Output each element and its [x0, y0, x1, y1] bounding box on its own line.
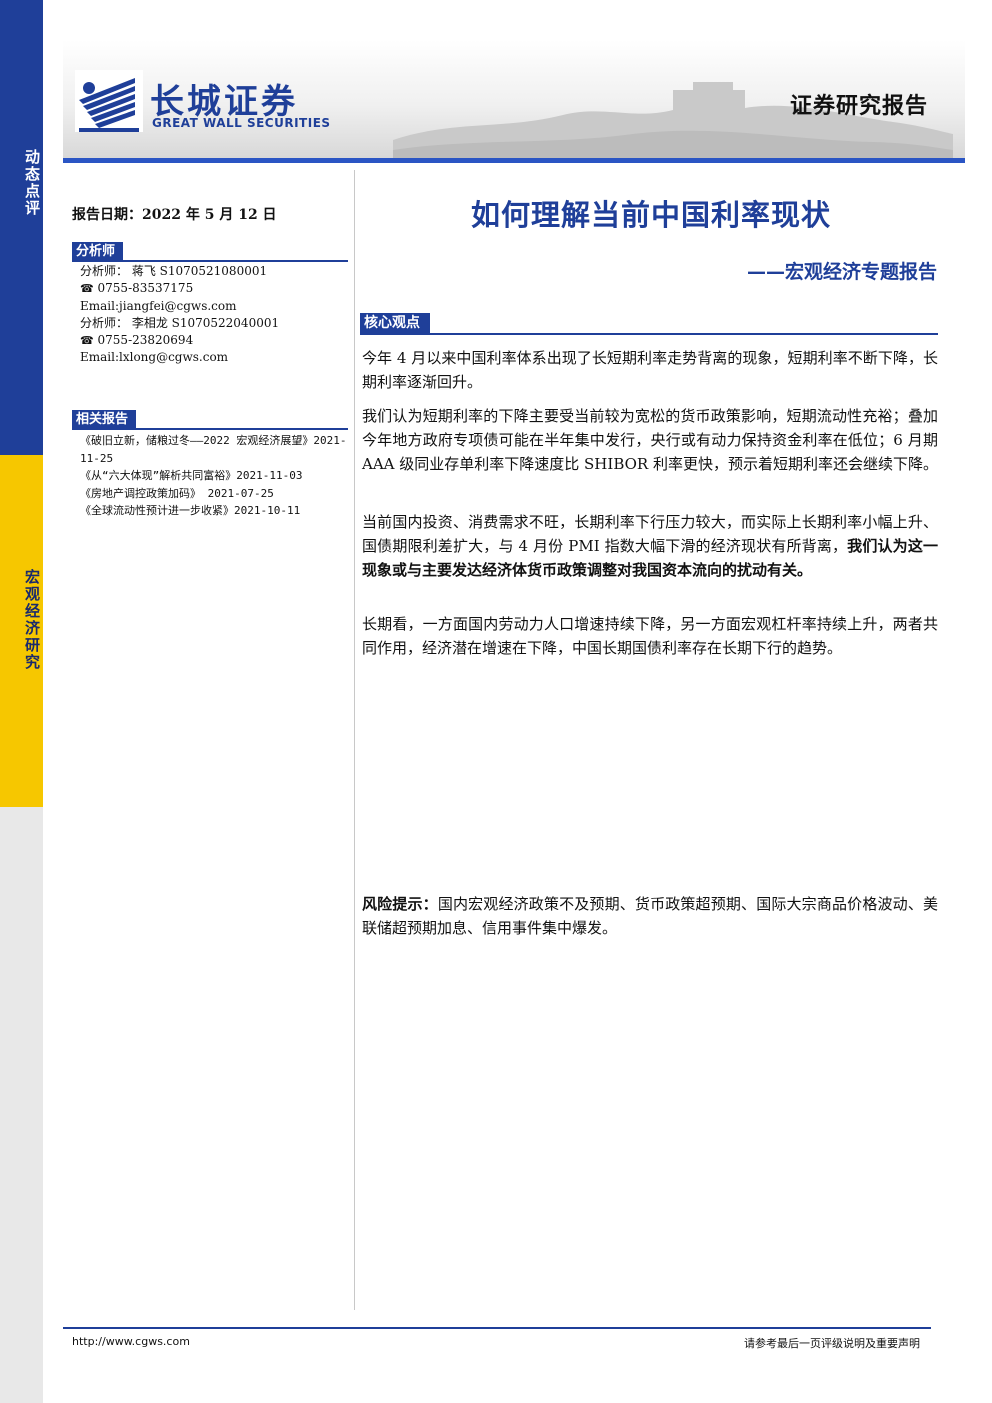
risk-text: 国内宏观经济政策不及预期、货币政策超预期、国际大宗商品价格波动、美联储超预期加息… — [362, 895, 938, 937]
analyst-block: 分析师： 蒋飞 S1070521080001 ☎ 0755-83537175 E… — [80, 263, 279, 367]
analyst-2-phone: ☎ 0755-23820694 — [80, 332, 279, 349]
paragraph-1: 今年 4 月以来中国利率体系出现了长短期利率走势背离的现象，短期利率不断下降，长… — [362, 349, 938, 391]
related-report-item[interactable]: 《房地产调控政策加码》 2021-07-25 — [80, 486, 274, 500]
header-rule — [63, 158, 965, 163]
sidebar-yellow-band — [0, 455, 43, 807]
report-subtitle: ——宏观经济专题报告 — [746, 261, 937, 283]
paragraph-3-text: 当前国内投资、消费需求不旺，长期利率下行压力较大，而实际上长期利率小幅上升、国债… — [362, 513, 938, 555]
related-reports-list: 《破旧立新，储粮过冬——2022 宏观经济展望》2021-11-25 《从“六大… — [80, 432, 348, 520]
footer-url-link[interactable]: http://www.cgws.com — [72, 1335, 190, 1348]
risk-label: 风险提示： — [362, 895, 438, 913]
analyst-1-name: 分析师： 蒋飞 S1070521080001 — [80, 264, 268, 278]
phone-icon: ☎ — [80, 334, 94, 348]
paragraph-2: 我们认为短期利率的下降主要受当前较为宽松的货币政策影响，短期流动性充裕；叠加今年… — [362, 407, 938, 473]
report-date: 报告日期：2022 年 5 月 12 日 — [72, 207, 277, 223]
related-report-item[interactable]: 《从“六大体现”解析共同富裕》2021-11-03 — [80, 469, 303, 482]
analyst-heading-label: 分析师 — [72, 242, 124, 262]
risk-warning: 风险提示：国内宏观经济政策不及预期、货币政策超预期、国际大宗商品价格波动、美联储… — [362, 892, 938, 940]
analyst-2-phone-number: 0755-23820694 — [97, 333, 194, 348]
logo-english-text: GREAT WALL SECURITIES — [152, 116, 331, 130]
report-type: 证券研究报告 — [789, 94, 928, 119]
analyst-1-phone: ☎ 0755-83537175 — [80, 280, 279, 297]
related-heading-label: 相关报告 — [72, 410, 137, 430]
paragraph-3-emphasis: 我们认为这一现象或与主要发达经济体货币政策调整对我国资本流向的扰动有关。 — [362, 537, 938, 579]
sidebar-category-label: 动态点评 — [23, 149, 41, 217]
report-title: 如何理解当前中国利率现状 — [470, 198, 831, 232]
sidebar-sector-label: 宏观经济研究 — [23, 569, 41, 671]
related-reports-heading: 相关报告 — [72, 408, 348, 430]
analyst-1-email: Email:jiangfei@cgws.com — [80, 298, 237, 313]
great-wall-logo-icon — [75, 70, 143, 132]
sidebar-gray-band — [0, 807, 43, 1403]
core-view-label: 核心观点 — [360, 313, 430, 334]
analyst-2-name: 分析师： 李相龙 S1070522040001 — [80, 315, 280, 330]
related-report-item[interactable]: 《全球流动性预计进一步收紧》2021-10-11 — [80, 504, 301, 517]
core-view-heading: 核心观点 — [360, 312, 938, 335]
footer-rule — [63, 1327, 931, 1329]
sidebar-blue-band — [0, 0, 43, 455]
analyst-2-email: Email:lxlong@cgws.com — [80, 350, 229, 365]
footer-disclaimer: 请参考最后一页评级说明及重要声明 — [744, 1337, 920, 1350]
analyst-section-heading: 分析师 — [72, 240, 348, 262]
paragraph-3: 当前国内投资、消费需求不旺，长期利率下行压力较大，而实际上长期利率小幅上升、国债… — [362, 510, 938, 582]
logo-chinese-text: 长城证券 — [150, 82, 298, 122]
analyst-1-phone-number: 0755-83537175 — [97, 281, 194, 296]
great-wall-backdrop-icon — [393, 82, 953, 158]
column-divider — [354, 170, 355, 1310]
header-banner — [63, 40, 965, 158]
paragraph-4: 长期看，一方面国内劳动力人口增速持续下降，另一方面宏观杠杆率持续上升，两者共同作… — [362, 615, 938, 657]
related-report-item[interactable]: 《破旧立新，储粮过冬——2022 宏观经济展望》2021-11-25 — [80, 434, 347, 465]
phone-icon: ☎ — [80, 282, 94, 296]
